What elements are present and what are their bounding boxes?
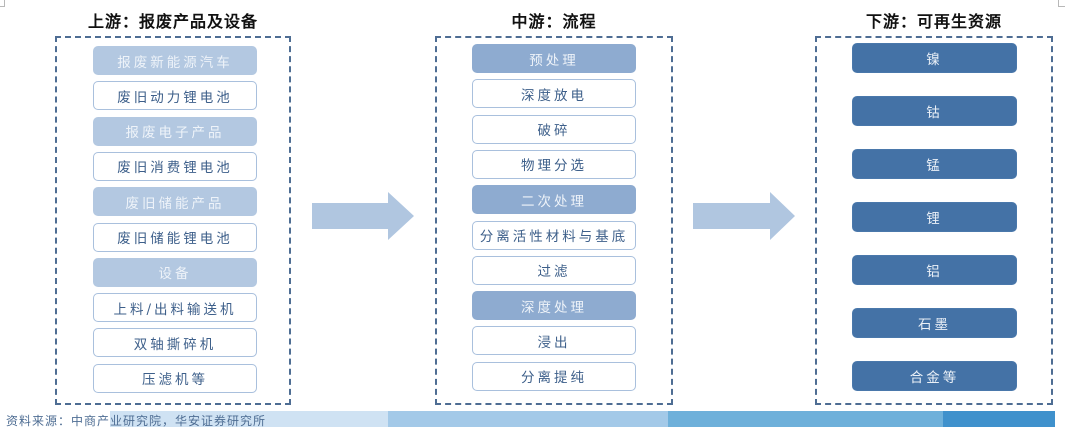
midstream-item-box: 浸出 — [472, 326, 636, 356]
source-note: 资料来源：中商产业研究院，华安证券研究所 — [6, 414, 267, 428]
midstream-item-box: 破碎 — [472, 114, 636, 144]
footer-bar-segment-1 — [110, 411, 388, 427]
downstream-box-label: 锂 — [926, 211, 943, 227]
downstream-panel — [815, 36, 1053, 405]
upstream-category-box: 报废新能源汽车 — [93, 46, 257, 75]
midstream-title: 中游：流程 — [511, 12, 597, 31]
downstream-box-label: 铝 — [926, 264, 943, 280]
arrow-upstream-to-midstream-icon — [312, 192, 414, 240]
downstream-resource-box: 石墨 — [852, 308, 1017, 338]
upstream-category-box: 设备 — [93, 257, 257, 287]
midstream-box-label: 二次处理 — [521, 193, 587, 210]
midstream-box-label: 过滤 — [537, 264, 571, 281]
midstream-panel — [435, 36, 673, 405]
upstream-category-box: 废旧储能产品 — [93, 187, 257, 217]
downstream-resource-box: 钴 — [852, 96, 1017, 126]
upstream-box-label: 压滤机等 — [142, 372, 208, 389]
upstream-box-label: 废旧动力锂电池 — [117, 89, 233, 106]
upstream-item-box: 废旧动力锂电池 — [93, 81, 257, 111]
downstream-resource-box: 镍 — [852, 43, 1017, 73]
downstream-box-label: 石墨 — [918, 317, 951, 333]
midstream-category-box: 深度处理 — [472, 291, 636, 321]
upstream-box-label: 废旧消费锂电池 — [117, 160, 233, 177]
midstream-item-box: 分离活性材料与基底 — [472, 220, 636, 250]
downstream-title: 下游：可再生资源 — [865, 12, 1002, 31]
midstream-box-label: 深度放电 — [521, 87, 587, 104]
midstream-category-box: 预处理 — [472, 44, 636, 73]
midstream-category-box: 二次处理 — [472, 185, 636, 215]
downstream-box-label: 镍 — [926, 52, 943, 68]
footer-bar-segment-4 — [943, 411, 1055, 427]
upstream-title: 上游：报废产品及设备 — [87, 12, 258, 31]
downstream-resource-box: 锰 — [852, 149, 1017, 179]
upstream-box-label: 废旧储能锂电池 — [117, 231, 233, 247]
crop-mark-top-right — [1058, 0, 1065, 7]
upstream-box-label: 设备 — [158, 266, 192, 283]
arrow-midstream-to-downstream-icon — [693, 192, 795, 240]
downstream-resource-box: 锂 — [852, 202, 1017, 232]
midstream-box-label: 浸出 — [537, 334, 571, 351]
upstream-box-label: 报废电子产品 — [125, 125, 225, 142]
midstream-box-label: 物理分选 — [521, 158, 587, 175]
upstream-item-box: 废旧消费锂电池 — [93, 151, 257, 181]
midstream-box-label: 分离提纯 — [521, 370, 587, 387]
midstream-box-label: 破碎 — [537, 123, 571, 140]
upstream-box-label: 上料/出料输送机 — [113, 301, 237, 318]
upstream-item-box: 双轴撕碎机 — [93, 328, 257, 358]
midstream-item-box: 过滤 — [472, 255, 636, 285]
upstream-category-box: 报废电子产品 — [93, 116, 257, 146]
midstream-item-box: 物理分选 — [472, 149, 636, 179]
upstream-item-box: 废旧储能锂电池 — [93, 222, 257, 252]
downstream-resource-box: 合金等 — [852, 361, 1017, 391]
footer-bar-segment-3 — [668, 411, 943, 427]
upstream-item-box: 压滤机等 — [93, 363, 257, 393]
crop-mark-top-left — [0, 0, 5, 7]
midstream-item-box: 深度放电 — [472, 79, 636, 109]
downstream-box-label: 锰 — [926, 158, 943, 174]
footer-bar-segment-2 — [388, 411, 668, 427]
downstream-box-label: 合金等 — [909, 370, 960, 386]
upstream-item-box: 上料/出料输送机 — [93, 293, 257, 323]
upstream-box-label: 报废新能源汽车 — [117, 54, 233, 71]
downstream-box-label: 钴 — [926, 105, 943, 121]
midstream-item-box: 分离提纯 — [472, 361, 636, 391]
downstream-resource-box: 铝 — [852, 255, 1017, 285]
arrow-shape — [693, 192, 795, 240]
midstream-box-label: 预处理 — [529, 52, 579, 69]
upstream-box-label: 双轴撕碎机 — [133, 336, 217, 353]
midstream-box-label: 深度处理 — [521, 299, 587, 316]
arrow-shape — [312, 192, 414, 240]
upstream-panel — [55, 36, 291, 405]
upstream-box-label: 废旧储能产品 — [125, 195, 225, 212]
midstream-box-label: 分离活性材料与基底 — [479, 229, 629, 245]
